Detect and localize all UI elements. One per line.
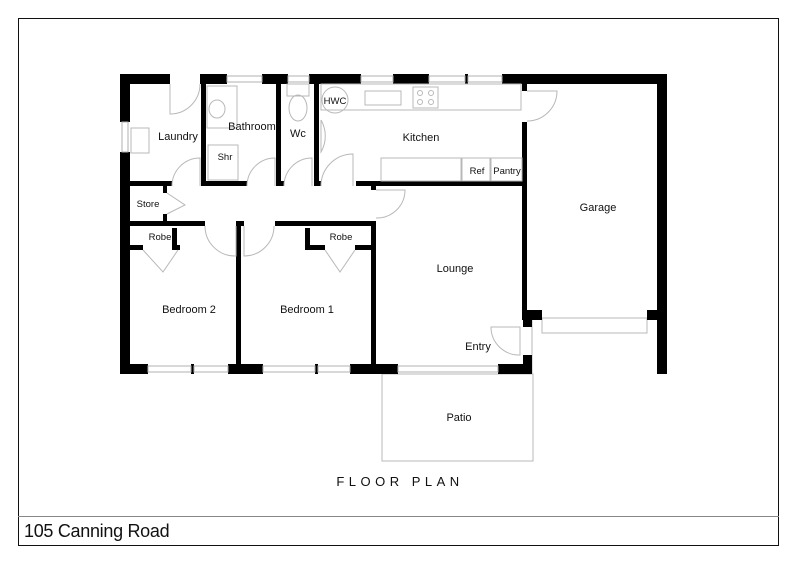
- room-label-wc: Wc: [290, 128, 306, 140]
- title-block-divider: [18, 516, 779, 517]
- room-label-bedroom-1: Bedroom 1: [280, 304, 334, 316]
- fridge-space: [461, 157, 491, 182]
- cooktop-icon: [412, 86, 439, 109]
- windows: [121, 75, 503, 373]
- room-label-bathroom: Bathroom: [228, 121, 276, 133]
- room-label-lounge: Lounge: [437, 263, 474, 275]
- room-label-kitchen: Kitchen: [403, 132, 440, 144]
- room-label-hwc: HWC: [324, 96, 347, 107]
- island-bench: [380, 157, 462, 182]
- patio-outline: [381, 373, 534, 462]
- room-label-laundry: Laundry: [158, 131, 198, 143]
- room-label-ref: Ref: [470, 166, 485, 177]
- room-label-entry: Entry: [465, 341, 491, 353]
- sink-icon: [364, 90, 402, 106]
- room-label-pantry: Pantry: [493, 166, 521, 177]
- door-swings: [142, 83, 558, 356]
- room-label-robe-right: Robe: [330, 232, 353, 243]
- toilet-icon: [288, 94, 308, 122]
- fixtures: [130, 83, 523, 182]
- room-label-shower: Shr: [218, 152, 233, 163]
- room-label-bedroom-2: Bedroom 2: [162, 304, 216, 316]
- pantry-cupboard: [490, 157, 523, 182]
- walls: [120, 74, 667, 374]
- room-label-store: Store: [137, 199, 160, 210]
- room-label-patio: Patio: [446, 412, 471, 424]
- hwc-icon: [321, 86, 349, 114]
- room-label-robe-left: Robe: [149, 232, 172, 243]
- drawing-frame: [18, 18, 779, 546]
- kitchen-bench: [320, 83, 522, 111]
- laundry-tub-icon: [130, 127, 150, 154]
- plan-title: FLOOR PLAN: [336, 474, 464, 489]
- room-label-garage: Garage: [580, 202, 617, 214]
- address-label: 105 Canning Road: [24, 521, 170, 541]
- vanity-icon: [206, 85, 238, 129]
- shower-icon: [207, 144, 239, 181]
- garage-door: [541, 317, 648, 334]
